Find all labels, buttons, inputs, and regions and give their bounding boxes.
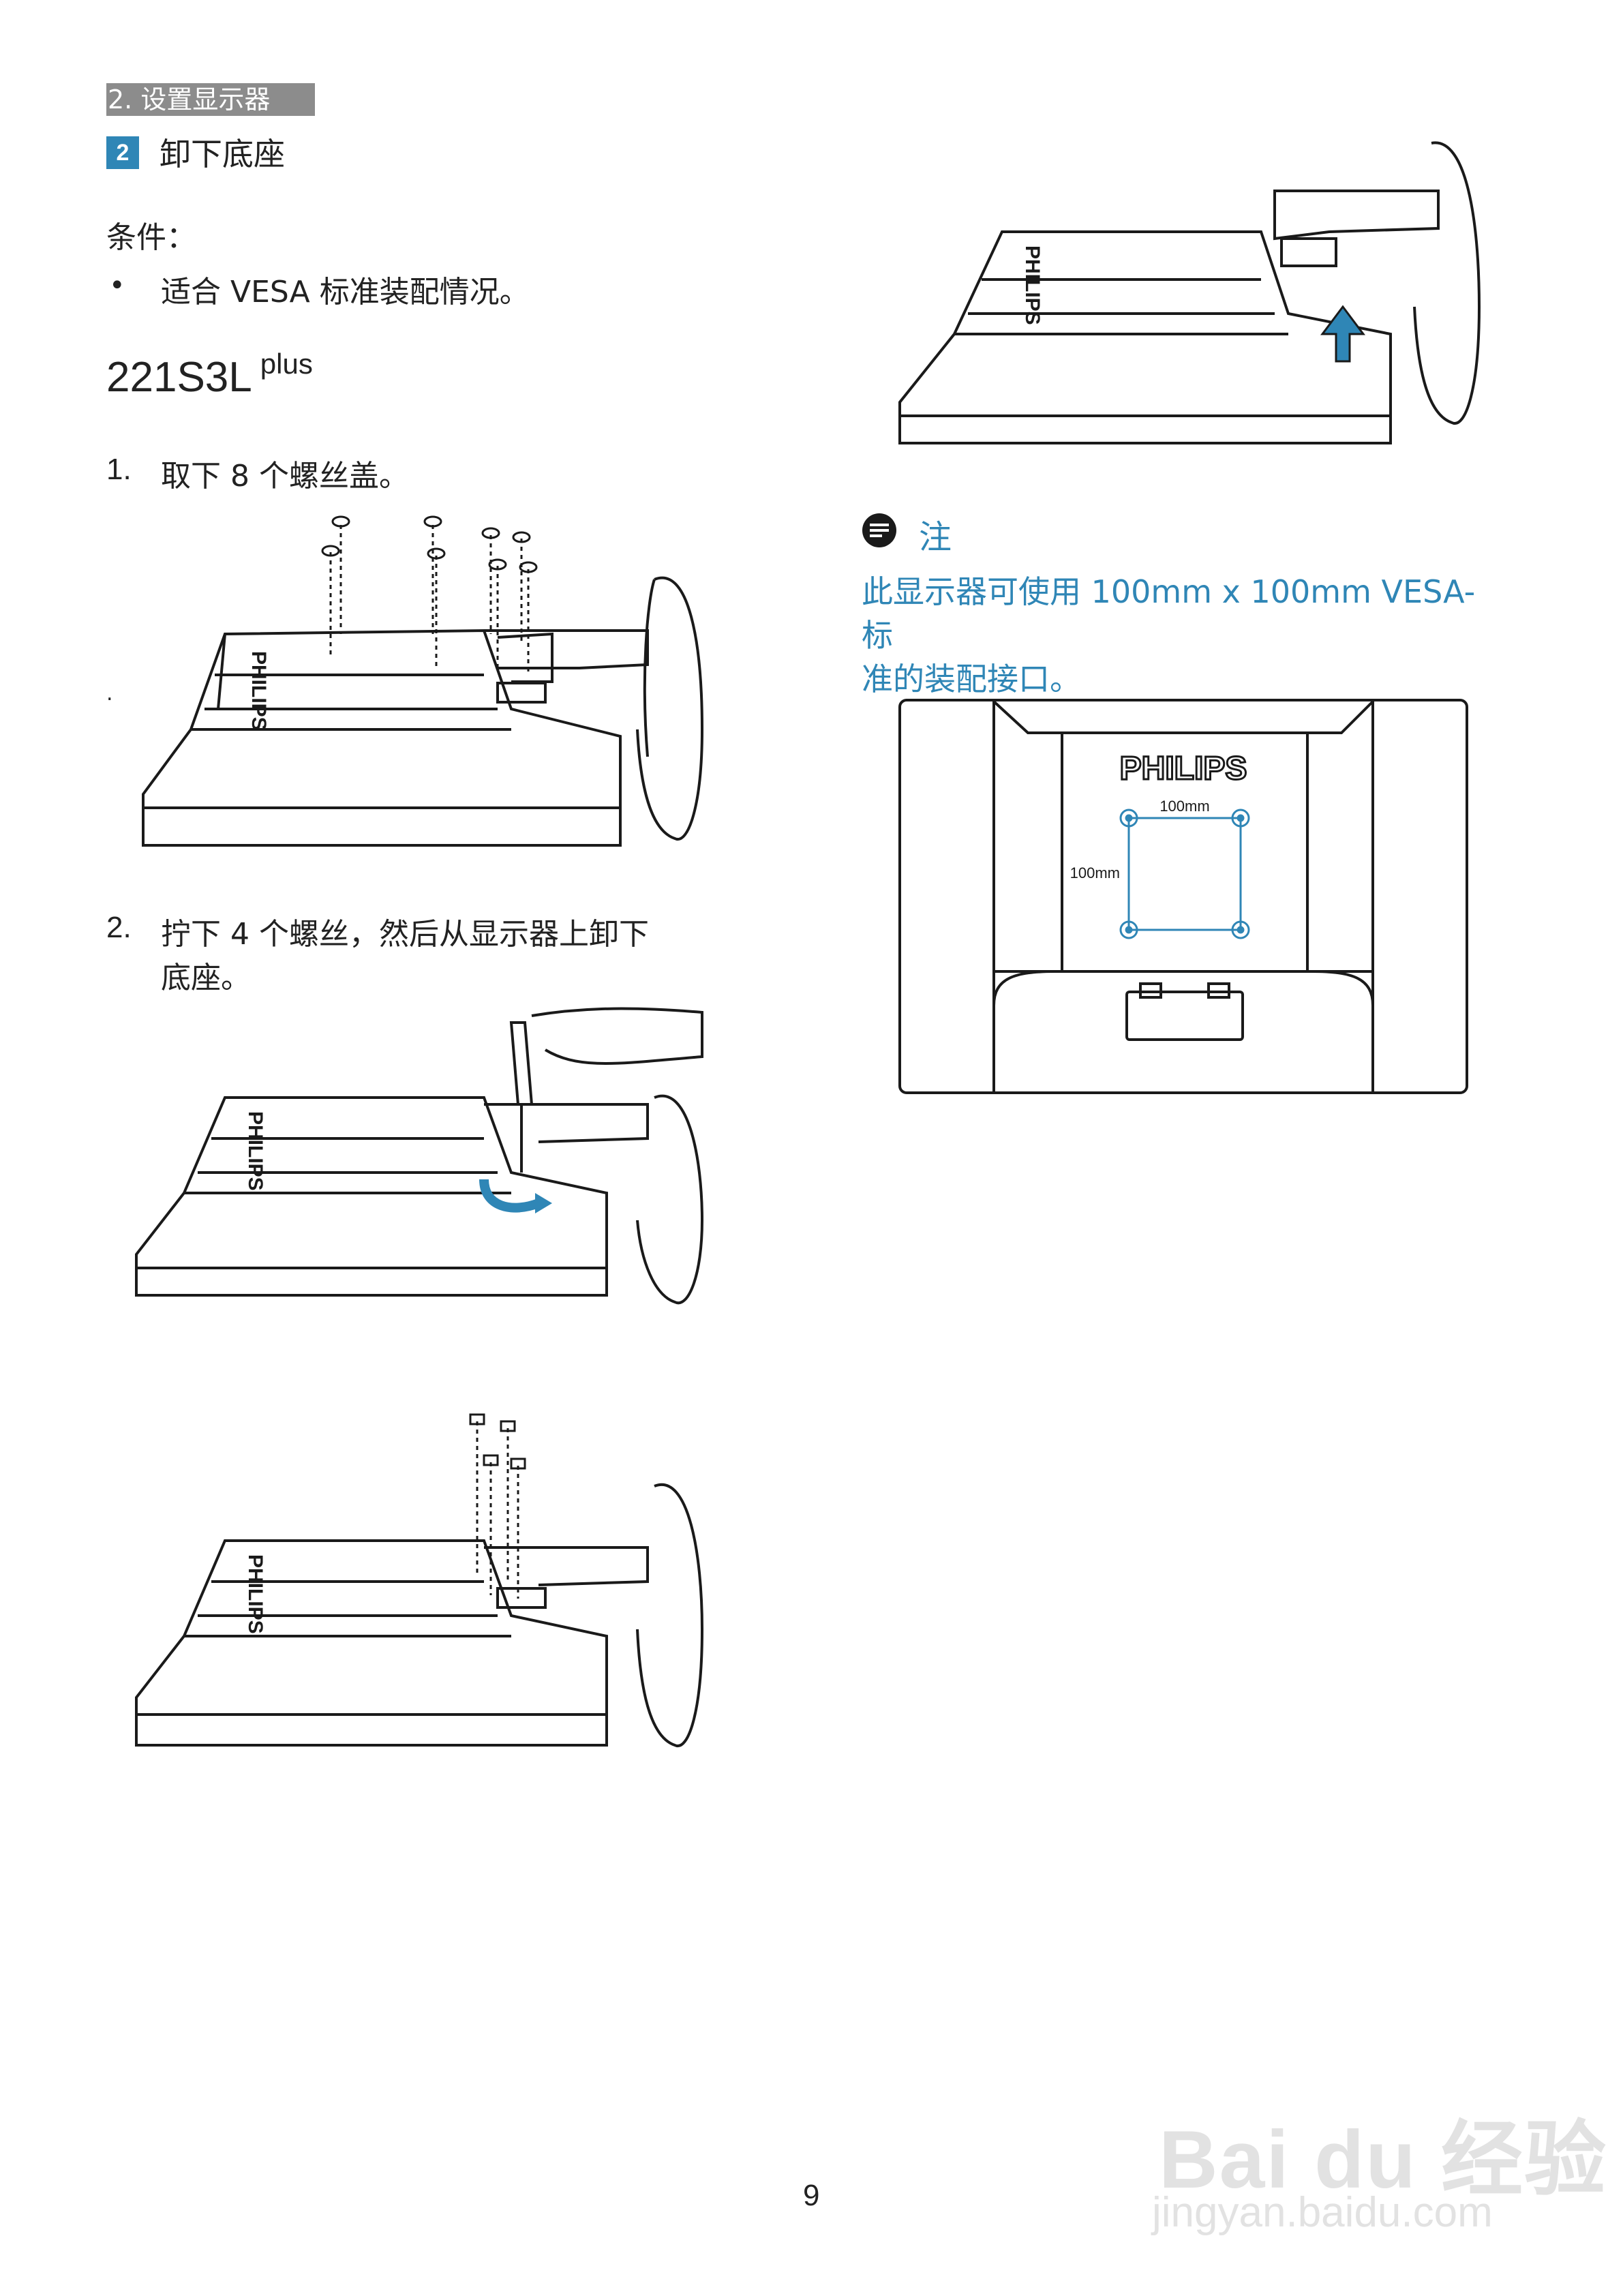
note-title: 注 — [919, 518, 952, 556]
condition-text: 适合 VESA 标准装配情况。 — [161, 275, 530, 309]
step-2-text-line1: 拧下 4 个螺丝，然后从显示器上卸下 — [161, 917, 649, 952]
page-heading: 卸下底座 — [160, 136, 285, 172]
figure-lift-base: PHILIPS — [898, 141, 1481, 444]
page-number: 9 — [803, 2179, 820, 2212]
step-number-badge: 2 — [106, 136, 139, 169]
section-tag: 2. 设置显示器 — [106, 83, 315, 116]
step-2-text-line2: 底座。 — [161, 961, 251, 995]
step-1-text: 取下 8 个螺丝盖。 — [161, 459, 409, 494]
watermark-url: jingyan.baidu.com — [1152, 2189, 1493, 2236]
step-2-number: 2. — [106, 911, 132, 944]
monitor-brand-2: PHILIPS — [244, 1111, 267, 1191]
stray-dot: . — [106, 682, 113, 706]
condition-label: 条件： — [106, 220, 196, 255]
monitor-brand-4: PHILIPS — [1021, 245, 1044, 325]
watermark-logo: Bai du 经验 — [1159, 2114, 1608, 2205]
bullet-dot: • — [109, 270, 125, 301]
vesa-brand: PHILIPS — [1120, 751, 1247, 787]
note-icon — [862, 513, 896, 547]
figure-unscrew-base: PHILIPS — [135, 1007, 704, 1305]
note-text-line1: 此显示器可使用 100mm x 100mm VESA- 标 — [862, 573, 1476, 654]
step-1-number: 1. — [106, 453, 132, 486]
vesa-label-vertical: 100mm — [1070, 864, 1120, 881]
note-text: 此显示器可使用 100mm x 100mm VESA- 标 准的装配接口。 — [862, 570, 1502, 701]
figure-remove-screw-covers: PHILIPS — [142, 515, 704, 847]
model-sup: plus — [260, 348, 313, 380]
model-text: 221S3L — [106, 354, 252, 401]
vesa-label-horizontal: 100mm — [1159, 798, 1209, 815]
figure-vesa-mount: PHILIPS 100mm 100mm — [898, 699, 1468, 1094]
note-text-line2: 准的装配接口。 — [862, 661, 1081, 697]
monitor-brand-3: PHILIPS — [244, 1554, 267, 1634]
monitor-brand-1: PHILIPS — [247, 651, 270, 731]
figure-screws-removed: PHILIPS — [135, 1413, 704, 1748]
